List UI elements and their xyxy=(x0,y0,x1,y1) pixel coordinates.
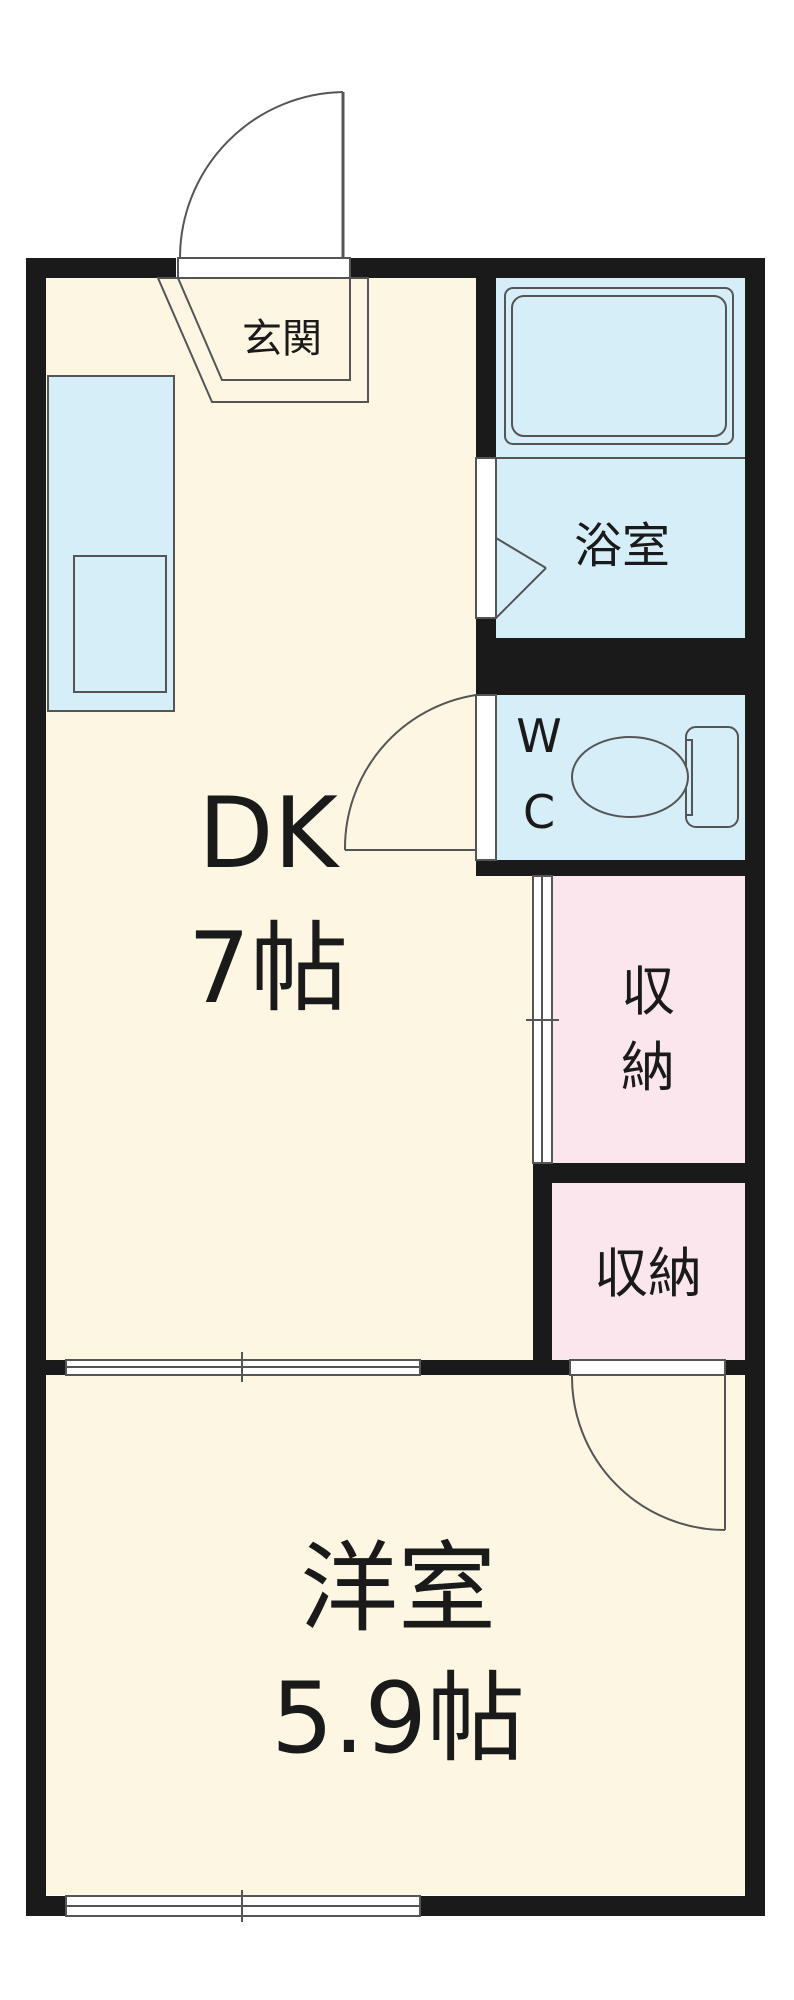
wall-bath-toilet xyxy=(476,638,745,695)
dk-size: 7帖 xyxy=(188,912,348,1026)
entrance-label: 玄関 xyxy=(242,316,322,362)
toilet-tank xyxy=(685,726,739,828)
storage-upper-floor xyxy=(552,876,745,1163)
wall-dk-western-left xyxy=(26,1360,66,1375)
sink-basin xyxy=(73,555,167,693)
wall-storage-divider xyxy=(533,1163,745,1183)
bathtub-inner xyxy=(511,295,727,437)
entrance-door-frame xyxy=(177,257,351,279)
storage-lower-floor xyxy=(552,1183,745,1360)
toilet-label-w: W xyxy=(516,709,561,763)
bath-door-frame xyxy=(475,457,497,619)
wall-toilet-bottom xyxy=(476,860,745,876)
toilet-door-arc xyxy=(343,694,477,851)
bath-door xyxy=(475,457,547,619)
bath-label: 浴室 xyxy=(574,518,670,574)
bath-door-fold-2 xyxy=(495,567,547,619)
entrance xyxy=(156,91,369,403)
storage-upper-label-1: 収 xyxy=(621,960,675,1023)
dk-western-sliding-door xyxy=(65,1352,421,1382)
toilet xyxy=(343,694,739,861)
storage-upper-label-2: 納 xyxy=(621,1036,675,1099)
outer-wall-right xyxy=(745,258,765,1916)
floor-fills xyxy=(45,278,745,1895)
kitchen-counter xyxy=(47,375,175,712)
toilet-door-frame xyxy=(475,694,497,861)
outer-wall-top-left xyxy=(26,258,176,278)
wall-bath-left xyxy=(476,278,496,458)
storage-lower-label: 収納 xyxy=(594,1242,702,1305)
bath-door-fold-1 xyxy=(495,537,547,569)
outer-wall-top-right xyxy=(350,258,765,278)
wall-dk-western-mid xyxy=(420,1360,570,1375)
outer-wall-left xyxy=(26,258,46,1916)
entrance-door-arc xyxy=(179,91,344,259)
western-room-door-frame xyxy=(569,1359,726,1376)
wall-storage-left xyxy=(533,1163,552,1375)
bathtub xyxy=(496,287,745,459)
dk-name: DK xyxy=(198,777,340,891)
storage-doors xyxy=(526,875,559,1164)
western-room-name: 洋室 xyxy=(300,1532,496,1646)
western-room-door xyxy=(569,1359,726,1531)
western-room-door-arc xyxy=(570,1374,726,1531)
western-room-floor xyxy=(45,1375,745,1895)
walls xyxy=(26,258,765,1916)
bottom-window xyxy=(65,1890,421,1922)
western-room-size: 5.9帖 xyxy=(271,1662,525,1776)
room-labels: 玄関 浴室 W C DK 7帖 収 納 収納 洋室 5.9帖 xyxy=(188,316,702,1776)
toilet-bowl xyxy=(571,736,689,818)
toilet-label-c: C xyxy=(523,785,555,839)
wall-dk-western-right xyxy=(725,1360,765,1375)
